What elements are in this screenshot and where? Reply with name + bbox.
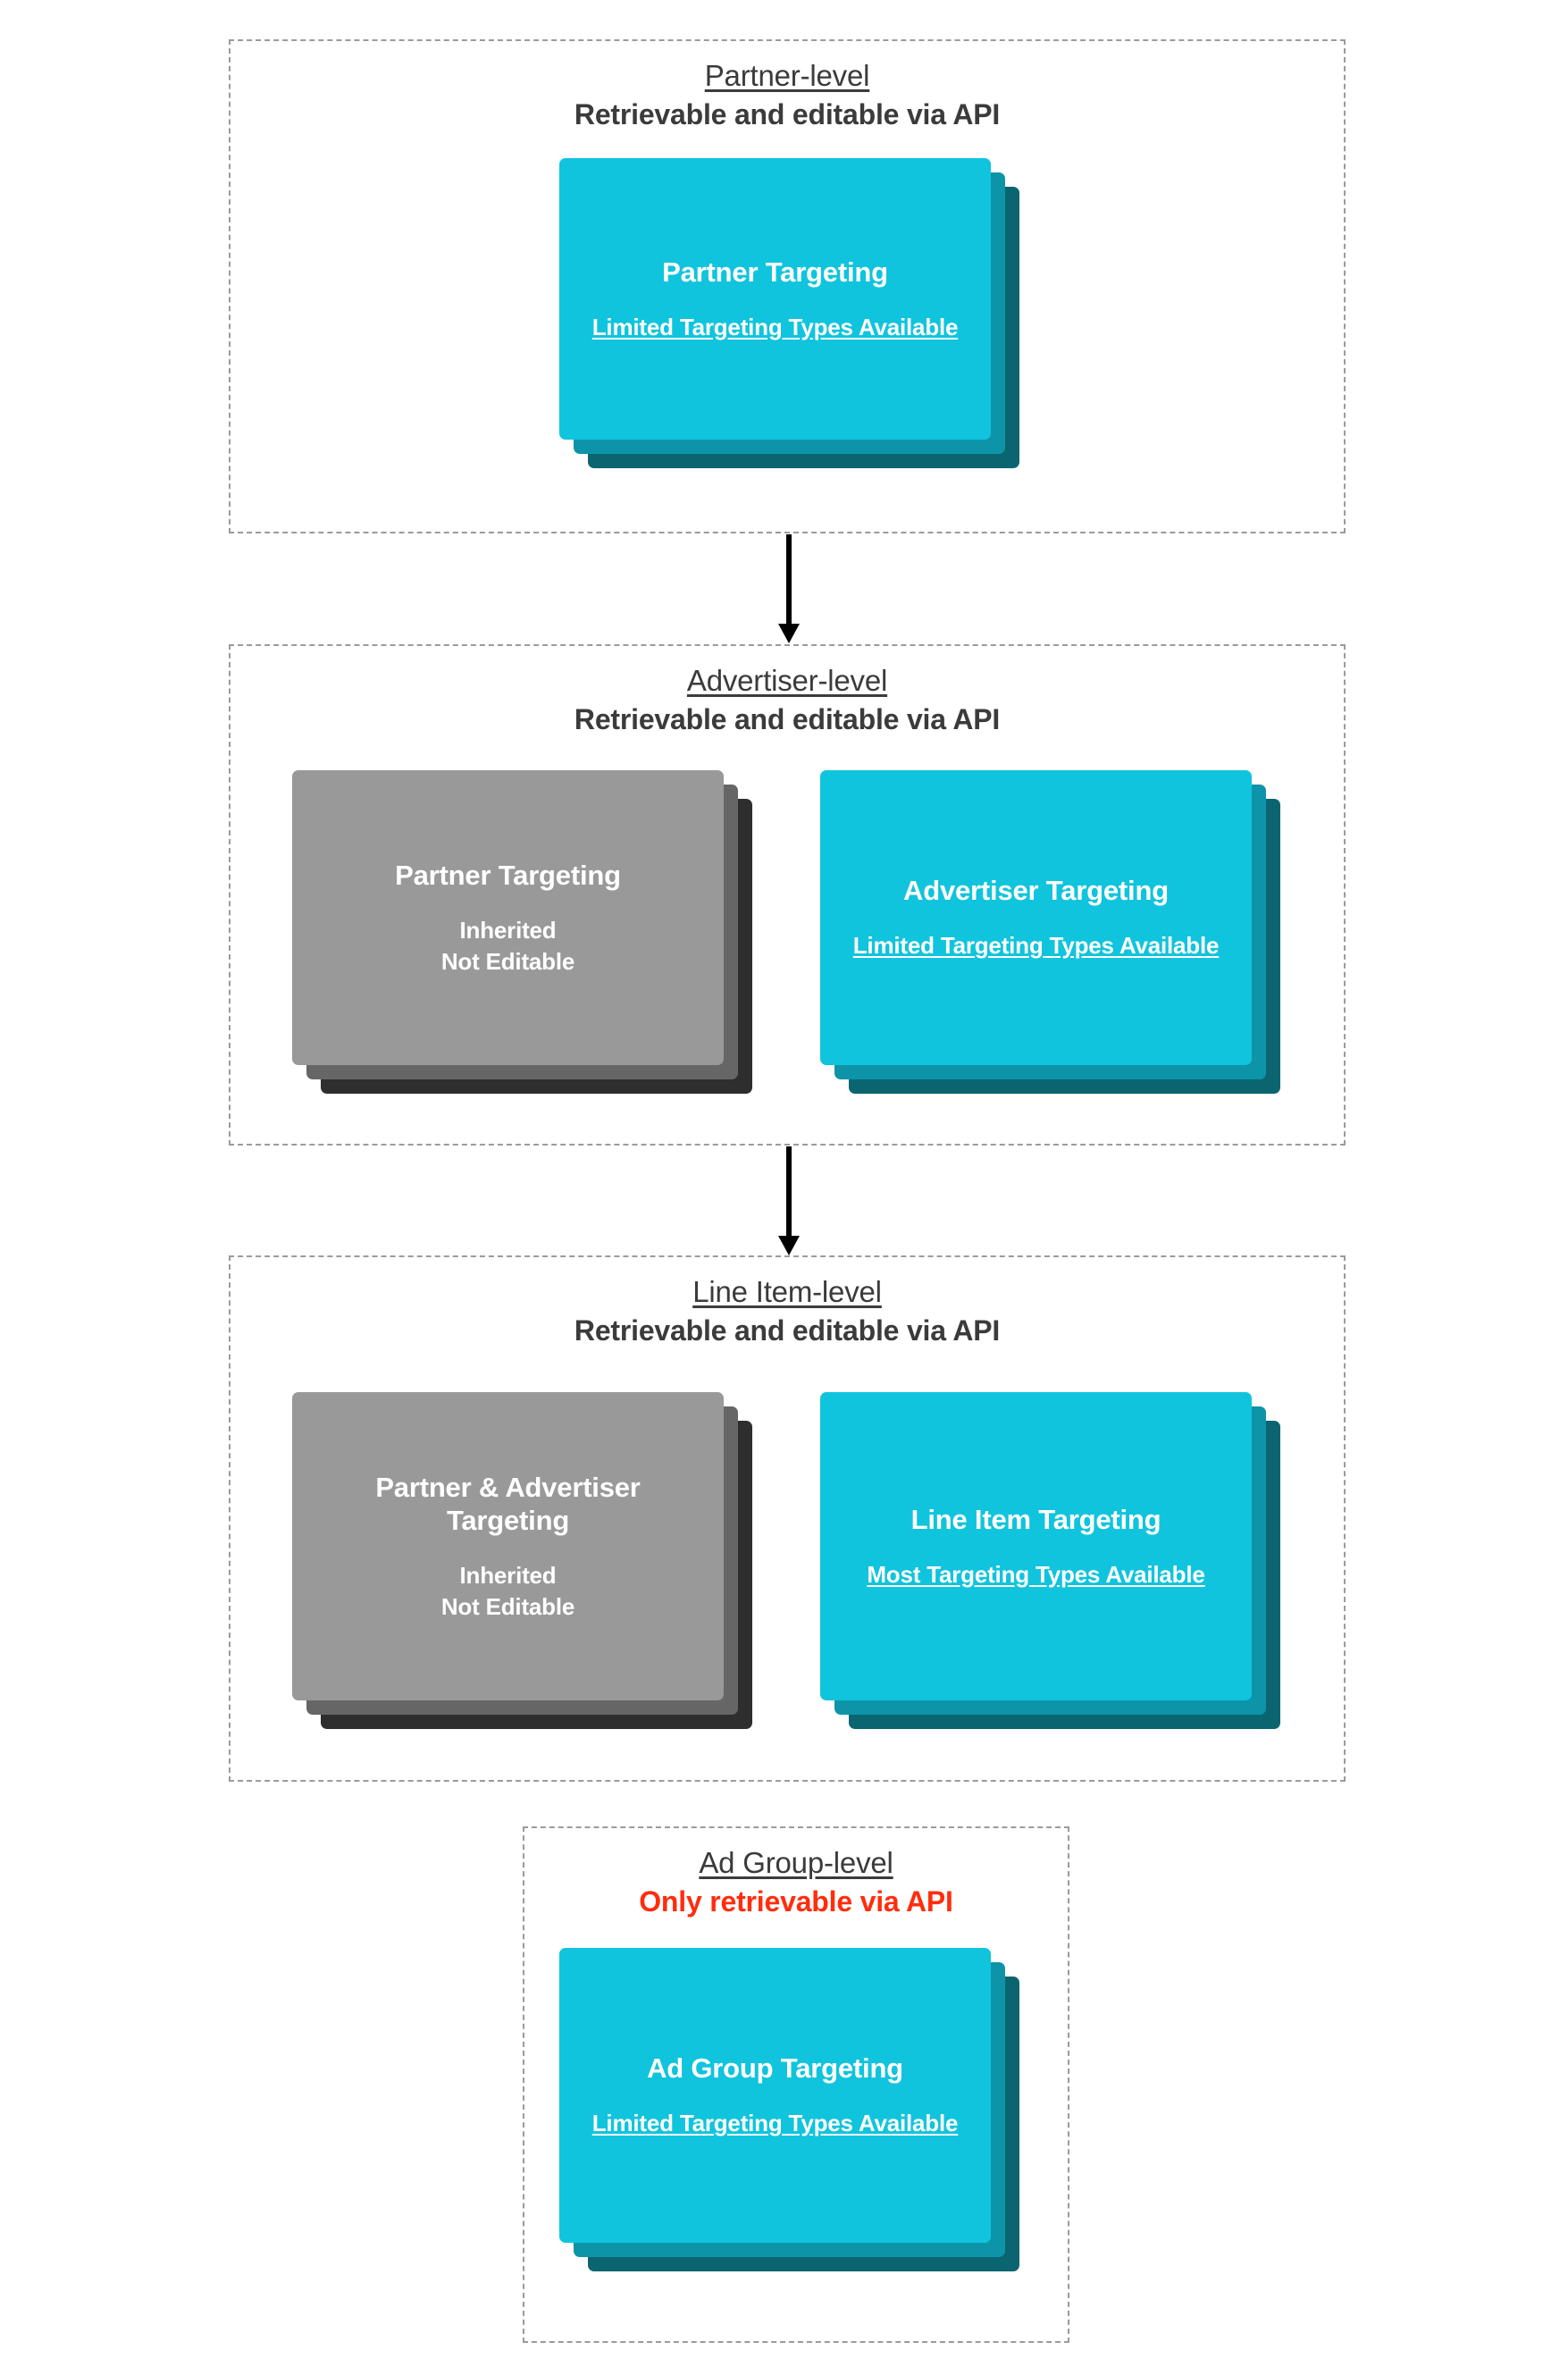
level-subtitle-advertiser: Retrievable and editable via API	[574, 702, 1001, 735]
card-title: Partner Targeting	[395, 860, 621, 892]
card-title: Line Item Targeting	[910, 1503, 1161, 1535]
card-note: Limited Targeting Types Available	[852, 932, 1220, 960]
card-layer-front[interactable]: Advertiser Targeting Limited Targeting T…	[820, 770, 1252, 1065]
arrow-head-icon	[778, 624, 800, 643]
level-title-ad-group: Ad Group-level	[699, 1846, 893, 1879]
level-title-partner: Partner-level	[704, 59, 870, 92]
card-note: Limited Targeting Types Available	[591, 313, 959, 340]
level-header-advertiser: Advertiser-level Retrievable and editabl…	[231, 664, 1344, 736]
card-title: Ad Group Targeting	[647, 2052, 903, 2085]
level-header-line-item: Line Item-level Retrievable and editable…	[231, 1275, 1344, 1347]
level-subtitle-line-item: Retrievable and editable via API	[574, 1314, 1001, 1347]
card-note: Inherited Not Editable	[440, 917, 575, 975]
connector-arrow-partner-to-advertiser	[771, 534, 807, 643]
card-layer-front[interactable]: Partner Targeting Limited Targeting Type…	[559, 158, 991, 440]
card-note: Limited Targeting Types Available	[591, 2110, 959, 2137]
card-note: Inherited Not Editable	[440, 1562, 575, 1620]
arrow-shaft	[786, 1146, 792, 1236]
card-layer-front[interactable]: Ad Group Targeting Limited Targeting Typ…	[559, 1948, 991, 2243]
level-container-partner: Partner-level Retrievable and editable v…	[229, 39, 1346, 533]
connector-arrow-advertiser-to-line-item	[771, 1146, 807, 1255]
card-note: Most Targeting Types Available	[867, 1560, 1205, 1588]
level-header-ad-group: Ad Group-level Only retrievable via API	[524, 1846, 1068, 1918]
arrow-shaft	[786, 534, 792, 624]
card-title: Partner Targeting	[662, 256, 888, 288]
level-title-advertiser: Advertiser-level	[686, 664, 888, 697]
card-layer-front[interactable]: Line Item Targeting Most Targeting Types…	[820, 1392, 1252, 1700]
level-subtitle-ad-group: Only retrievable via API	[639, 1884, 953, 1918]
card-layer-front[interactable]: Partner & Advertiser Targeting Inherited…	[292, 1392, 724, 1700]
level-subtitle-partner: Retrievable and editable via API	[574, 97, 1001, 130]
level-container-line-item: Line Item-level Retrievable and editable…	[229, 1255, 1346, 1782]
card-layer-front[interactable]: Partner Targeting Inherited Not Editable	[292, 770, 724, 1065]
level-container-ad-group: Ad Group-level Only retrievable via API	[523, 1826, 1069, 2343]
card-title: Partner & Advertiser Targeting	[375, 1472, 641, 1537]
arrow-head-icon	[778, 1236, 800, 1255]
level-header-partner: Partner-level Retrievable and editable v…	[231, 59, 1344, 131]
card-title: Advertiser Targeting	[903, 875, 1169, 907]
level-container-advertiser: Advertiser-level Retrievable and editabl…	[229, 644, 1346, 1146]
level-title-line-item: Line Item-level	[692, 1275, 882, 1308]
